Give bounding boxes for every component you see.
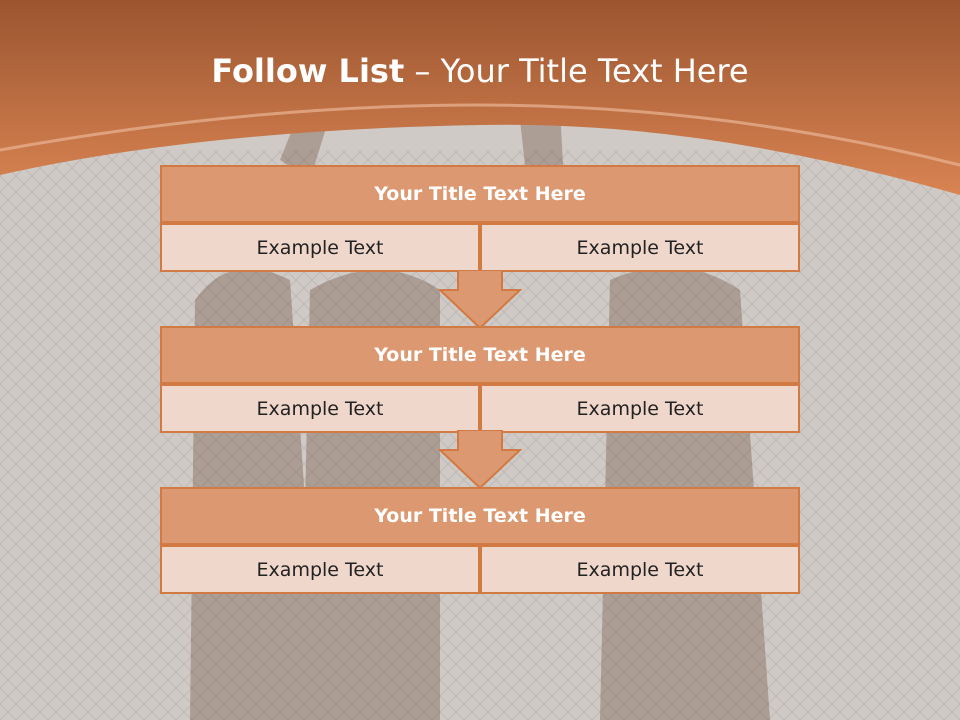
list-block-1: Your Title Text Here Example Text Exampl… (160, 165, 800, 272)
block-title: Your Title Text Here (160, 165, 800, 223)
block-cell-right: Example Text (480, 545, 800, 594)
list-block-2: Your Title Text Here Example Text Exampl… (160, 326, 800, 433)
slide-title: Follow List – Your Title Text Here (0, 52, 960, 90)
block-cell-right: Example Text (480, 223, 800, 272)
block-cell-left: Example Text (160, 545, 480, 594)
block-cell-left: Example Text (160, 223, 480, 272)
list-block-3: Your Title Text Here Example Text Exampl… (160, 487, 800, 594)
down-arrow-icon (438, 430, 522, 490)
down-arrow-icon (438, 270, 522, 330)
slide-title-rest: – Your Title Text Here (414, 52, 749, 90)
block-title: Your Title Text Here (160, 326, 800, 384)
block-title: Your Title Text Here (160, 487, 800, 545)
block-cell-right: Example Text (480, 384, 800, 433)
slide-title-strong: Follow List (211, 52, 405, 90)
block-cell-left: Example Text (160, 384, 480, 433)
